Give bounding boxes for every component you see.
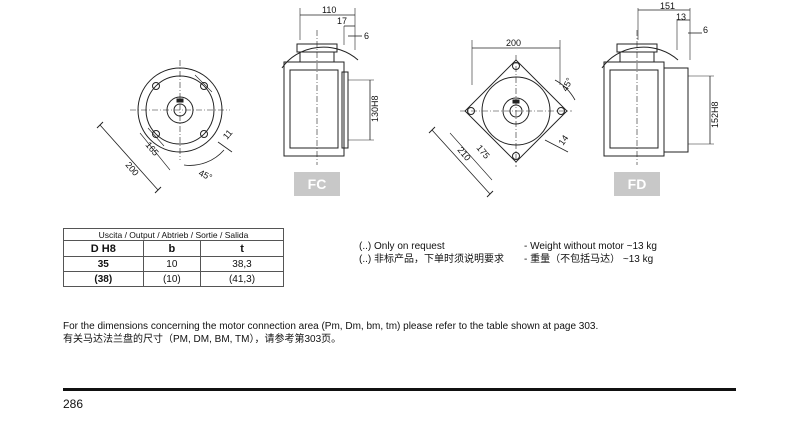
footer-note-en: For the dimensions concerning the motor …: [63, 321, 599, 332]
fc-dim-200: 200: [123, 160, 140, 178]
table-cell: 35: [63, 256, 144, 272]
table-cell: 10: [142, 256, 202, 272]
table-cell: (38): [63, 271, 144, 287]
fd-dim-14: 14: [556, 133, 570, 147]
fd-dim-210: 210: [455, 145, 472, 163]
note-request-cn: (..) 非标产品，下单时须说明要求: [359, 254, 504, 265]
fc-label-badge: FC: [294, 172, 340, 196]
fc-dim-130: 130H8: [370, 95, 380, 122]
fc-dim-6: 6: [364, 31, 369, 41]
table-header-row: D H8 b t: [63, 240, 284, 257]
col-header-t: t: [200, 240, 284, 257]
fc-dim-45: 45°: [197, 168, 214, 183]
page-number: 286: [63, 397, 84, 411]
table-caption: Uscita / Output / Abtrieb / Sortie / Sal…: [63, 228, 284, 241]
note-request-en: (..) Only on request: [359, 241, 445, 252]
table-cell: 38,3: [200, 256, 284, 272]
fd-dim-151: 151: [660, 1, 675, 11]
fd-dim-13: 13: [676, 12, 686, 22]
fd-dim-6: 6: [703, 25, 708, 35]
note-weight-en: - Weight without motor ~13 kg: [524, 241, 657, 252]
technical-drawings: 200 165 11 45° 110 17 6 130H8: [96, 1, 720, 198]
table-cell: (41,3): [200, 271, 284, 287]
fc-side-view: [281, 8, 374, 165]
col-header-b: b: [142, 240, 202, 257]
fd-dim-175: 175: [474, 143, 491, 161]
col-header-dh8: D H8: [63, 240, 144, 257]
fc-dim-17: 17: [337, 16, 347, 26]
table-row: 35 10 38,3: [63, 256, 284, 272]
table-row: (38) (10) (41,3): [63, 271, 284, 287]
footer-note-cn: 有关马达法兰盘的尺寸（PM, DM, BM, TM），请参考第303页。: [63, 334, 342, 345]
fc-dim-110: 110: [322, 5, 336, 15]
table-cell: (10): [142, 271, 202, 287]
fd-dim-152: 152H8: [710, 101, 720, 128]
note-weight-cn: - 重量（不包括马达） ~13 kg: [524, 254, 654, 265]
fd-label-badge: FD: [614, 172, 660, 196]
fc-front-view: [96, 60, 233, 194]
fd-front-view: [428, 40, 576, 198]
fd-dim-200: 200: [506, 38, 521, 48]
fc-dim-11: 11: [221, 128, 235, 142]
fd-side-view: [601, 8, 714, 165]
fd-dim-45: 45°: [560, 76, 575, 93]
output-dimensions-table: Uscita / Output / Abtrieb / Sortie / Sal…: [63, 228, 284, 287]
page-divider: [63, 388, 736, 391]
